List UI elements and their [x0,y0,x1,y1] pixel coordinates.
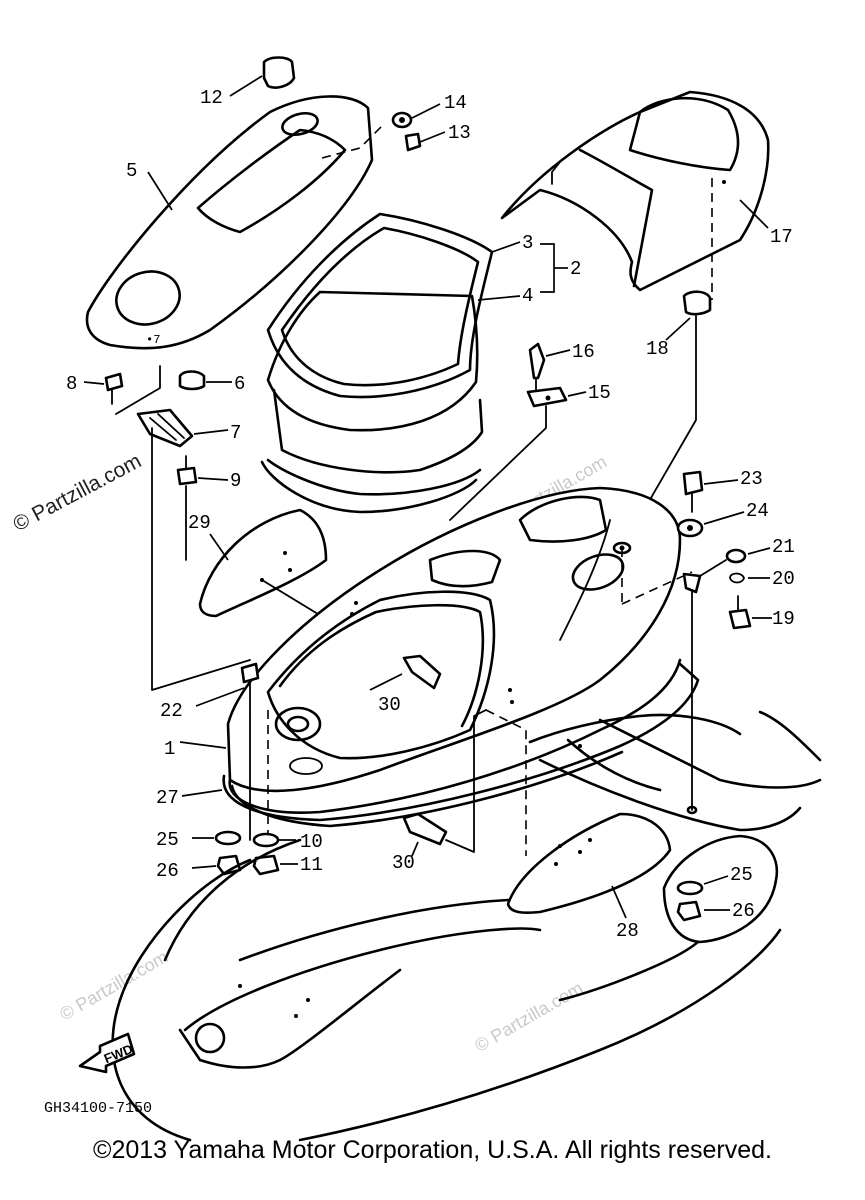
part-13-14-fasteners: 14 13 [321,92,471,159]
part-number-28: 28 [616,920,639,942]
part-number-30-upper: 30 [378,694,401,716]
part-number-26: 26 [156,860,179,882]
hull-lower [111,710,822,1142]
side-watermark-group: © Partzilla.com [9,449,145,536]
part-number-20: 20 [772,568,795,590]
part-number-27: 27 [156,787,179,809]
part-number-3: 3 [522,232,533,254]
part-number-26-right: 26 [732,900,755,922]
part-number-2: 2 [570,258,581,280]
part-1-hull-deck: 1 [164,486,682,814]
part-number-11: 11 [300,854,323,876]
part-25-26-10-11-nuts: 25 26 10 11 [156,829,323,882]
side-watermark: © Partzilla.com [9,449,145,536]
part-25-26-right-nuts: 25 26 [662,834,779,944]
part-number-1: 1 [164,738,175,760]
part-number-30-lower: 30 [392,852,415,874]
watermark-lower-center: © Partzilla.com [471,978,586,1056]
part-number-24: 24 [746,500,769,522]
part-22-bolt: 22 [160,662,269,841]
copyright-footer: ©2013 Yamaha Motor Corporation, U.S.A. A… [93,1136,772,1164]
part-17-seat: 17 [500,90,793,300]
part-15-16-latch: 16 15 [449,341,611,521]
fwd-direction-arrow: FWD [78,1032,136,1074]
part-number-21: 21 [772,536,795,558]
part-number-23: 23 [740,468,763,490]
part-number-18: 18 [646,338,669,360]
diagram-code: GH34100-7150 [44,1100,152,1117]
part-5-hatch-cover: •7 [85,95,374,350]
part-30-bolt-upper: 30 [369,654,442,716]
part-number-29: 29 [188,512,211,534]
part-number-8: 8 [66,373,77,395]
part-27-gasket: 27 [156,662,700,828]
part-number-7: 7 [230,422,241,444]
part-number-13: 13 [448,122,471,144]
part-number-19: 19 [772,608,795,630]
part-number-5: 5 [126,160,137,182]
part-number-6: 6 [234,373,245,395]
part-number-25: 25 [156,829,179,851]
part-number-25-right: 25 [730,864,753,886]
part-number-14: 14 [444,92,467,114]
part-19-24-fasteners: 23 24 21 20 19 [621,468,795,811]
part-30-bolt-lower: 30 [392,709,527,874]
part-2-4-bucket [260,290,484,514]
part-3-seal [266,212,494,399]
faint-watermarks-3: © Partzilla.com [471,978,586,1056]
part-number-16: 16 [572,341,595,363]
part-28-side-panel: 28 [506,812,672,942]
part-number-22: 22 [160,700,183,722]
part-12-cap: 12 [200,56,296,109]
faint-watermarks-2: © Partzilla.com [56,946,171,1024]
watermark-lower-left: © Partzilla.com [56,946,171,1024]
part-number-10: 10 [300,831,323,853]
part-6-9-hinge: 6 8 7 9 [66,365,251,691]
part-number-9: 9 [230,470,241,492]
part-number-4: 4 [522,285,533,307]
part-number-12: 12 [200,87,223,109]
svg-text:•7: •7 [146,333,160,347]
part-number-15: 15 [588,382,611,404]
part-number-17: 17 [770,226,793,248]
